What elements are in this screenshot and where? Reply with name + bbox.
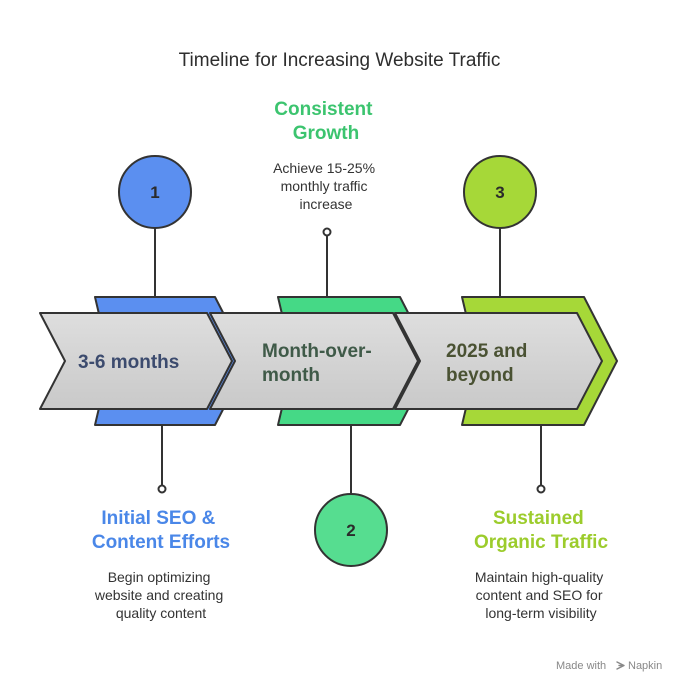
stage-2-number: 2 xyxy=(346,521,355,540)
stage-2-description: Achieve 15-25% monthly traffic increase xyxy=(273,160,379,212)
stage-2-number-badge: 2 xyxy=(314,493,388,567)
stage-1-step-label: 3-6 months xyxy=(78,352,179,373)
connector-1-bottom xyxy=(157,422,167,494)
stage-3-description: Maintain high-quality content and SEO fo… xyxy=(475,569,607,621)
stage-2-title: Consistent Growth xyxy=(274,99,377,144)
stage-1-number-badge: 1 xyxy=(118,155,192,229)
napkin-logo-icon xyxy=(616,661,625,670)
stage-1-number: 1 xyxy=(150,183,159,202)
stage-1-title: Initial SEO & Content Efforts xyxy=(92,508,230,553)
stage-3-gray-chevron xyxy=(394,312,603,410)
connector-3-bottom xyxy=(536,422,546,494)
stage-3-number: 3 xyxy=(495,183,504,202)
page-title: Timeline for Increasing Website Traffic xyxy=(179,50,501,71)
stage-1-gray-chevron xyxy=(39,312,233,410)
footer-made-with: Made with xyxy=(556,660,606,672)
stage-1-description: Begin optimizing website and creating qu… xyxy=(94,569,227,621)
footer-brand: Napkin xyxy=(628,660,662,672)
stage-3-title: Sustained Organic Traffic xyxy=(474,508,609,553)
stage-3-number-badge: 3 xyxy=(463,155,537,229)
stage-3-step-label: 2025 and beyond xyxy=(446,341,533,386)
connector-2-top xyxy=(322,227,332,298)
stage-2-gray-chevron xyxy=(209,312,419,410)
stage-2-step-label: Month-over- month xyxy=(262,341,377,386)
made-with-napkin-footer[interactable]: Made with Napkin xyxy=(556,660,662,672)
